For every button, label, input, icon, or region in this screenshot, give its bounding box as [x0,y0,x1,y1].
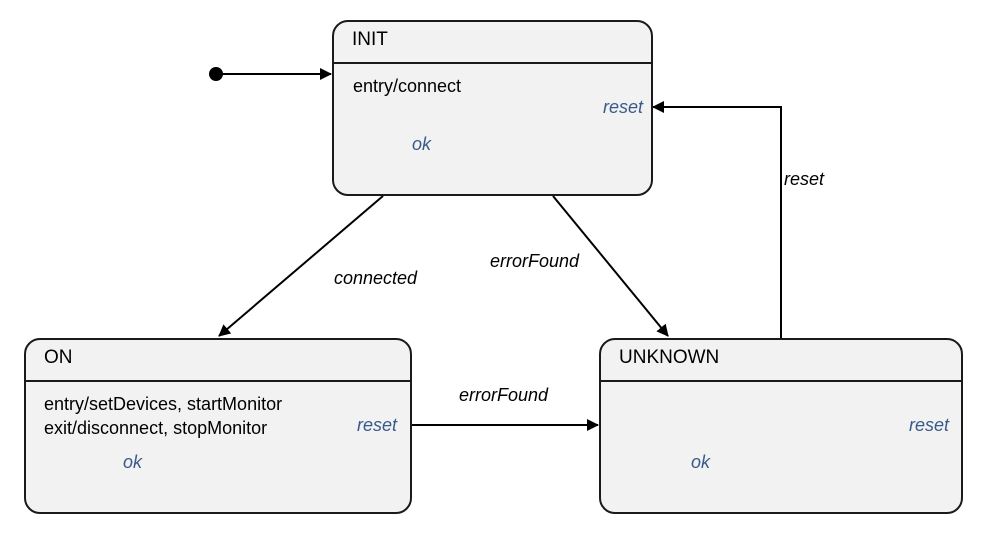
state-init-divider [334,62,651,64]
state-unknown-internal-reset[interactable]: reset [909,415,950,435]
label-unknown-to-init: reset [784,169,825,189]
state-init-internal-ok[interactable]: ok [412,134,432,154]
state-on-entry-action: entry/setDevices, startMonitor [44,394,283,414]
state-init-internal-reset[interactable]: reset [603,97,644,117]
state-unknown[interactable]: UNKNOWN reset ok [599,338,963,514]
state-init-name: INIT [352,29,388,50]
transition-unknown-to-init[interactable] [652,101,782,338]
state-init[interactable]: INIT entry/connect reset ok [332,20,653,196]
initial-state-dot [209,67,223,81]
label-init-to-unknown: errorFound [490,251,580,271]
label-init-to-on: connected [334,268,418,288]
state-on-exit-action: exit/disconnect, stopMonitor [44,418,268,438]
state-on[interactable]: ON entry/setDevices, startMonitor exit/d… [24,338,412,514]
state-init-entry-action: entry/connect [353,76,462,96]
transition-init-to-on[interactable] [218,195,384,337]
transition-init-to-unknown[interactable] [552,195,669,337]
state-on-name: ON [44,347,73,368]
state-unknown-internal-ok[interactable]: ok [691,452,711,472]
state-unknown-divider [601,380,961,382]
label-on-to-unknown: errorFound [459,385,549,405]
state-on-internal-reset[interactable]: reset [357,415,398,435]
state-on-internal-ok[interactable]: ok [123,452,143,472]
state-unknown-name: UNKNOWN [619,347,720,368]
state-on-divider [26,380,410,382]
